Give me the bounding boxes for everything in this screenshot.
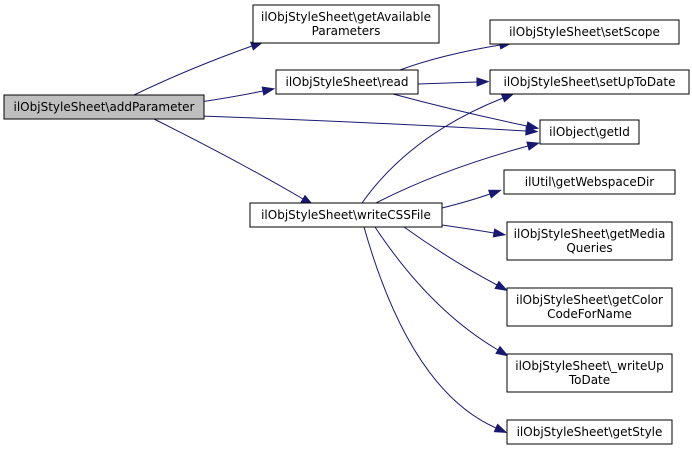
arrow-head-icon [493,423,508,433]
arrow-head-icon [494,280,508,291]
arrow-head-icon [526,141,540,151]
node-box[interactable] [539,119,640,145]
node-label: ilUtil\getWebspaceDir [525,175,655,189]
edges-layer [133,40,540,433]
node-box[interactable] [503,169,676,195]
node-label: ilObjStyleSheet\getAvailable [261,10,431,24]
edge-line [399,44,501,71]
arrow-head-icon [525,121,540,131]
edge-line [133,45,253,96]
edge-add-to-getid [199,115,539,136]
node-getstyle[interactable]: ilObjStyleSheet\getStyle [506,419,673,445]
edge-line [361,97,504,204]
edge-write-to-media [441,224,507,238]
edge-write-to-getstyle [363,226,508,433]
node-label: ilObjStyleSheet\addParameter [14,100,195,114]
edge-line [153,118,304,200]
node-label: ilObjStyleSheet\read [286,75,409,89]
node-label: ilObjStyleSheet\setUpToDate [504,75,676,89]
node-add[interactable]: ilObjStyleSheet\addParameter [3,94,205,120]
node-label: ilObjStyleSheet\getColor [516,293,663,307]
node-label: ilObjStyleSheet\setScope [509,25,660,39]
edge-add-to-write [153,118,314,206]
arrow-head-icon [492,228,507,238]
node-label: ilObjStyleSheet\writeCSSFile [261,208,431,222]
edge-line [403,226,498,286]
node-label: ilObjStyleSheet\getStyle [517,425,663,439]
node-setuptodate[interactable]: ilObjStyleSheet\setUpToDate [489,69,690,95]
edge-read-to-setscope [399,40,513,71]
node-webspace[interactable]: ilUtil\getWebspaceDir [503,169,676,195]
node-box[interactable] [506,419,673,445]
edge-line [441,193,491,209]
arrow-head-icon [261,86,276,96]
node-box[interactable] [3,94,205,120]
edge-line [199,90,264,103]
edge-line [199,115,527,132]
node-box[interactable] [275,69,419,95]
node-box[interactable] [252,4,440,44]
node-box[interactable] [489,19,680,45]
node-read[interactable]: ilObjStyleSheet\read [275,69,419,95]
edge-add-to-getavail [133,41,264,96]
arrow-head-icon [495,345,509,357]
node-box[interactable] [506,353,673,393]
nodes-layer: ilObjStyleSheet\addParameter ilObjStyleSh… [3,4,690,445]
node-box[interactable] [506,287,673,327]
node-write[interactable]: ilObjStyleSheet\writeCSSFile [249,202,443,228]
node-label: CodeForName [547,307,632,321]
edge-line [417,81,478,85]
edge-write-to-getid [375,141,540,204]
edge-line [375,145,529,204]
node-label: ilObjStyleSheet\_writeUp [515,359,664,373]
node-box[interactable] [506,221,673,261]
edge-read-to-setuptodate [417,77,490,87]
edge-write-to-setuptodate [361,93,515,204]
node-setscope[interactable]: ilObjStyleSheet\setScope [489,19,680,45]
edge-line [363,226,497,429]
node-label: ToDate [568,373,610,387]
node-box[interactable] [249,202,443,228]
edge-line [392,93,528,127]
arrow-head-icon [476,77,490,87]
edge-write-to-color [403,226,508,291]
node-getid[interactable]: ilObject\getId [539,119,640,145]
node-label: Queries [566,241,612,255]
edge-add-to-read [199,86,276,103]
edge-read-to-getid [392,93,540,131]
node-label: ilObjStyleSheet\getMedia [514,227,666,241]
node-box[interactable] [489,69,690,95]
edge-line [374,226,499,351]
arrow-head-icon [487,189,502,199]
edge-write-to-webspace [441,189,502,209]
edge-write-to-writeup [374,226,509,357]
arrow-head-icon [500,93,515,103]
node-label: Parameters [312,24,381,38]
node-label: ilObject\getId [549,125,630,139]
edge-line [441,224,495,234]
